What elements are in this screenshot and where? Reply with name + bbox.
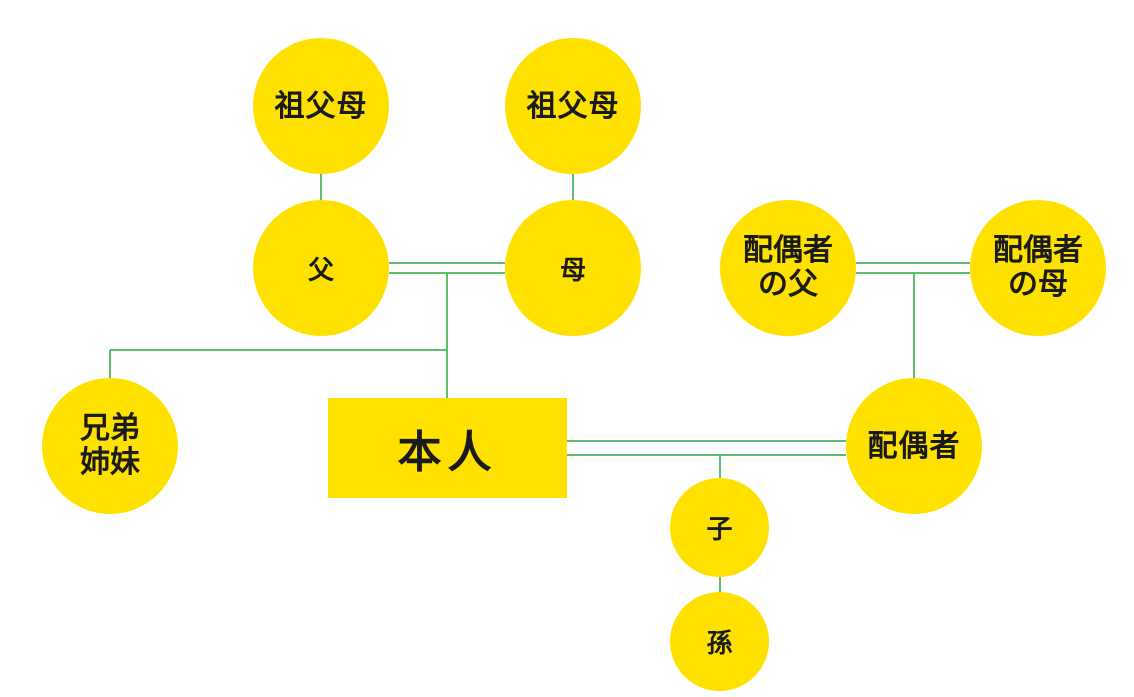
node-label: 配偶者 (867, 428, 961, 464)
node-label: 孫 (706, 629, 733, 659)
node-grandparents-right: 祖父母 (505, 38, 641, 174)
node-label: 父 (307, 255, 334, 286)
node-label: 兄弟姉妹 (80, 410, 140, 480)
node-label: 子 (706, 515, 733, 545)
node-grandparents-left: 祖父母 (253, 38, 389, 174)
node-label: 配偶者の父 (743, 232, 833, 302)
node-self: 本人 (328, 398, 567, 498)
node-grandchild: 孫 (670, 592, 769, 691)
node-label: 祖父母 (526, 88, 620, 124)
node-label: 配偶者の母 (993, 232, 1083, 302)
node-spouse-mother: 配偶者の母 (970, 200, 1106, 336)
node-spouse-father: 配偶者の父 (720, 200, 856, 336)
node-label: 祖父母 (274, 88, 368, 124)
node-mother: 母 (505, 200, 641, 336)
node-label: 本人 (397, 427, 498, 478)
node-child: 子 (670, 478, 769, 577)
node-father: 父 (253, 200, 389, 336)
node-siblings: 兄弟姉妹 (42, 378, 178, 514)
node-label: 母 (559, 255, 586, 286)
node-spouse: 配偶者 (846, 378, 982, 514)
